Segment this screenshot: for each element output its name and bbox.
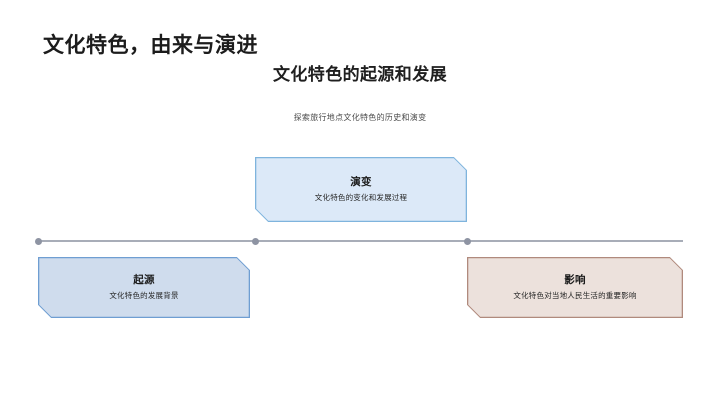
milestone-title-impact: 影响: [564, 274, 586, 287]
milestone-description-origin: 文化特色的发展背景: [109, 291, 179, 301]
milestone-card-origin[interactable]: 起源 文化特色的发展背景: [38, 257, 250, 318]
milestone-fill-impact: [468, 258, 681, 316]
page-subtitle: 探索旅行地点文化特色的历史和演变: [293, 113, 427, 122]
milestone-card-impact[interactable]: 影响 文化特色对当地人民生活的重要影响: [467, 257, 683, 318]
timeline-dot-evolution: [252, 238, 259, 245]
milestone-title-evolution: 演变: [350, 176, 372, 189]
timeline-axis-line: [38, 240, 683, 242]
milestone-body-origin: 起源 文化特色的发展背景: [38, 274, 250, 301]
page-title: 文化特色的起源和发展: [273, 65, 447, 84]
milestone-card-evolution[interactable]: 演变 文化特色的变化和发展过程: [255, 157, 467, 222]
milestone-fill-origin: [39, 258, 248, 316]
timeline-dot-origin: [35, 238, 42, 245]
milestone-title-origin: 起源: [133, 274, 155, 287]
milestone-body-impact: 影响 文化特色对当地人民生活的重要影响: [467, 274, 683, 301]
milestone-body-evolution: 演变 文化特色的变化和发展过程: [255, 176, 467, 203]
milestone-description-impact: 文化特色对当地人民生活的重要影响: [513, 291, 637, 301]
milestone-fill-evolution: [256, 158, 465, 220]
timeline-dot-impact: [464, 238, 471, 245]
milestone-description-evolution: 文化特色的变化和发展过程: [314, 193, 408, 203]
slide-main-title: 文化特色，由来与演进: [43, 34, 258, 57]
